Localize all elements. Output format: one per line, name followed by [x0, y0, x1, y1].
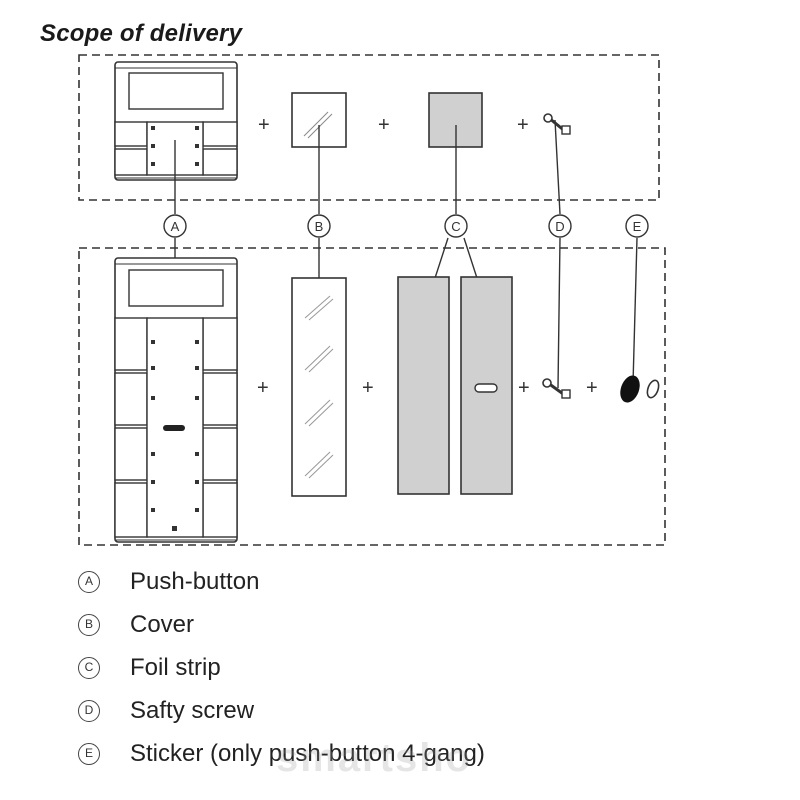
legend-badge: A	[78, 571, 100, 593]
legend-label: Safty screw	[130, 697, 255, 724]
plus-sign: +	[586, 377, 598, 399]
callout-c-letter: C	[451, 219, 460, 234]
legend-badge: E	[78, 743, 100, 765]
callout-c: C	[444, 214, 468, 238]
push-button-2gang	[114, 61, 238, 181]
plus-sign: +	[258, 114, 270, 136]
legend-badge: C	[78, 657, 100, 679]
safety-screw-bottom	[542, 378, 571, 399]
legend-badge: B	[78, 614, 100, 636]
plus-sign: +	[257, 377, 269, 399]
top-group-frame	[78, 54, 660, 201]
legend-badge: D	[78, 700, 100, 722]
cover-tall	[291, 277, 347, 497]
callout-e-letter: E	[633, 219, 642, 234]
callout-a-letter: A	[171, 219, 180, 234]
foil-strip-right	[460, 276, 513, 495]
legend-label: Sticker (only push-button 4-gang)	[130, 740, 485, 767]
diagram-title: Scope of delivery	[40, 20, 243, 47]
legend-label: Foil strip	[130, 654, 221, 681]
sticker	[620, 375, 660, 403]
legend-label: Push-button	[130, 568, 260, 595]
callout-d: D	[548, 214, 572, 238]
plus-sign: +	[517, 114, 529, 136]
plus-sign: +	[518, 377, 530, 399]
bottom-group-frame	[78, 247, 666, 546]
watermark: smartsho	[276, 736, 473, 780]
legend-label: Cover	[130, 611, 195, 638]
callout-b-letter: B	[315, 219, 324, 234]
push-button-4gang	[114, 257, 238, 543]
foil-strip-left	[397, 276, 450, 495]
plus-sign: +	[378, 114, 390, 136]
callout-a: A	[163, 214, 187, 238]
plus-sign: +	[362, 377, 374, 399]
callout-e: E	[625, 214, 649, 238]
callout-b: B	[307, 214, 331, 238]
scope-of-delivery-diagram: + + + A B C D	[78, 54, 666, 546]
callout-d-letter: D	[555, 219, 564, 234]
safety-screw-top	[543, 113, 571, 135]
